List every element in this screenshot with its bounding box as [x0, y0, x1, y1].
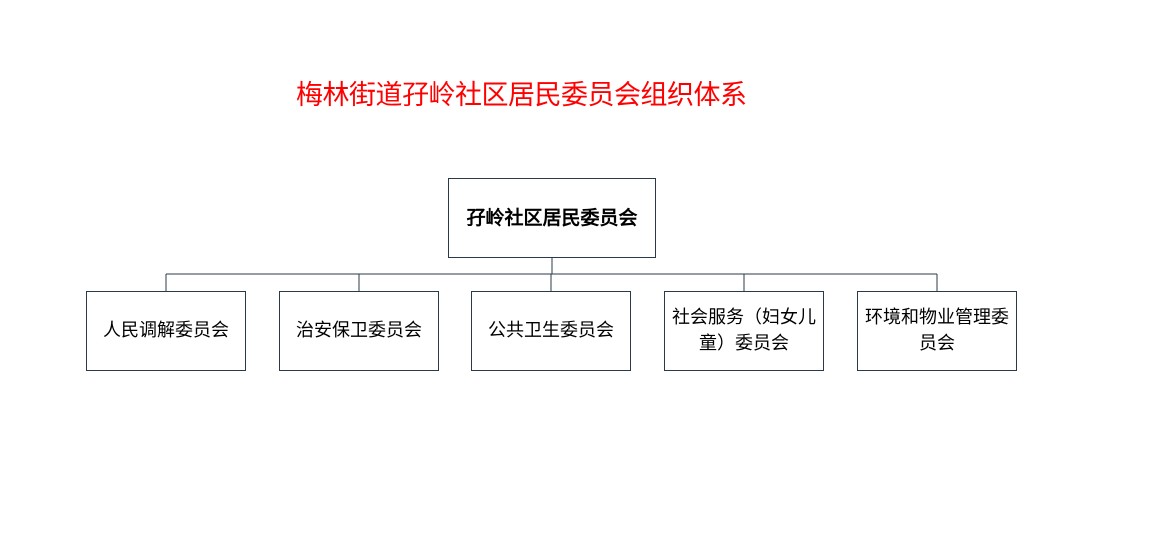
org-node-label: 社会服务（妇女儿童）委员会 [672, 307, 816, 354]
org-node-mediation-committee: 人民调解委员会 [86, 291, 246, 371]
diagram-title: 梅林街道孖岭社区居民委员会组织体系 [296, 80, 747, 111]
org-node-social-services-committee: 社会服务（妇女儿童）委员会 [664, 291, 824, 371]
org-node-public-health-committee: 公共卫生委员会 [471, 291, 631, 371]
org-node-label: 人民调解委员会 [103, 320, 229, 341]
org-node-label: 公共卫生委员会 [488, 320, 614, 341]
org-node-label: 治安保卫委员会 [296, 320, 422, 341]
org-node-root-label: 孖岭社区居民委员会 [466, 207, 638, 229]
org-node-label: 环境和物业管理委员会 [865, 307, 1009, 354]
org-node-root: 孖岭社区居民委员会 [448, 178, 656, 258]
org-node-environment-property-committee: 环境和物业管理委员会 [857, 291, 1017, 371]
org-node-security-committee: 治安保卫委员会 [279, 291, 439, 371]
